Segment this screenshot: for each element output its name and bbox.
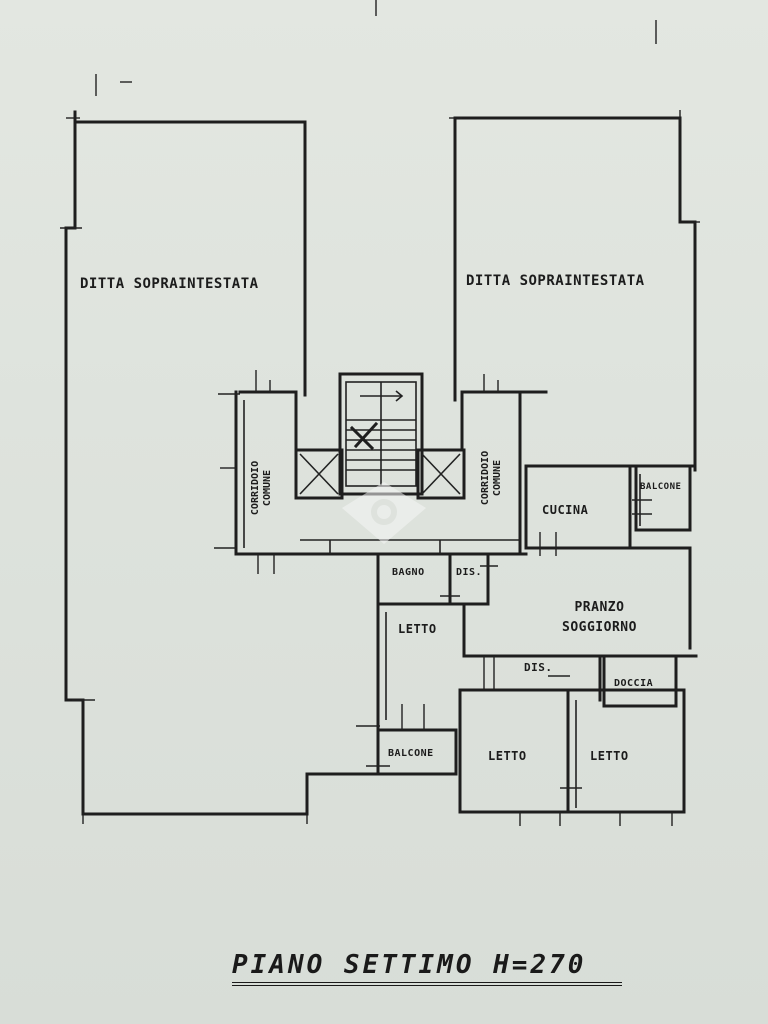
- elevator-right: [416, 448, 466, 500]
- label-letto-center: LETTO: [398, 622, 437, 636]
- watermark-logo: [334, 478, 434, 548]
- pranzo-line1: PRANZO: [574, 600, 625, 615]
- left-unit-walls: [60, 110, 380, 824]
- elevator-left: [294, 448, 344, 500]
- label-left-unit: DITTA SOPRAINTESTATA: [80, 276, 259, 292]
- label-pranzo-soggiorno: PRANZO SOGGIORNO: [562, 598, 637, 638]
- label-doccia: DOCCIA: [614, 678, 654, 689]
- edge-marks: [95, 0, 657, 96]
- label-bagno: BAGNO: [392, 567, 425, 578]
- stair-core: [338, 372, 424, 496]
- label-letto-left: LETTO: [488, 749, 527, 763]
- label-balcone-top: BALCONE: [640, 482, 682, 492]
- corridor-right-line2: COMUNE: [492, 459, 503, 497]
- label-corridor-right: CORRIDOIO COMUNE: [480, 438, 504, 518]
- label-letto-right: LETTO: [590, 749, 629, 763]
- label-balcone-bottom: BALCONE: [388, 748, 434, 759]
- corridor-left-line2: COMUNE: [262, 469, 273, 507]
- corridor-right-line1: CORRIDOIO: [480, 450, 491, 506]
- pranzo-line2: SOGGIORNO: [562, 620, 637, 635]
- plan-title: PIANO SETTIMO H=270: [232, 950, 622, 986]
- label-cucina: CUCINA: [542, 503, 589, 517]
- label-dis-top: DIS.: [456, 567, 483, 578]
- apartment-walls: [356, 464, 698, 826]
- corridor-walls: [214, 370, 548, 574]
- label-dis-bottom: DIS.: [524, 661, 553, 674]
- corridor-left-line1: CORRIDOIO: [250, 460, 261, 516]
- label-corridor-left: CORRIDOIO COMUNE: [250, 448, 274, 528]
- right-unit-walls: [449, 110, 700, 472]
- label-right-unit: DITTA SOPRAINTESTATA: [466, 273, 645, 289]
